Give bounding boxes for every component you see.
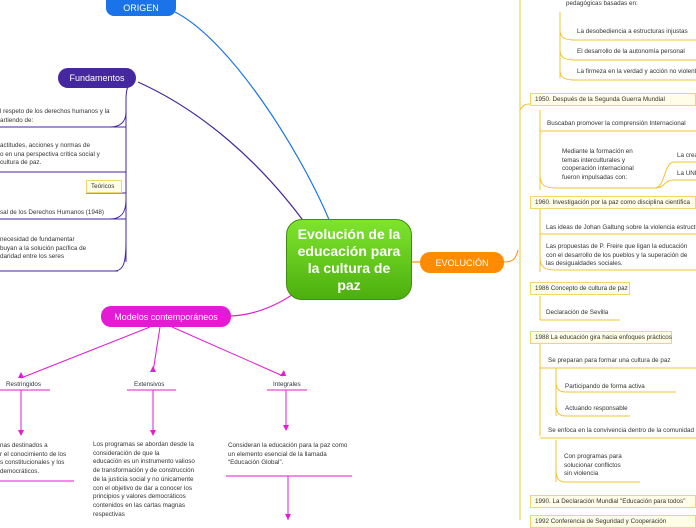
evo-item-comprension: Buscaban promover la comprensión Interna… xyxy=(547,120,686,127)
evo-item-actuando: Actuando responsable xyxy=(565,405,628,412)
evo-item-sevilla: Declaración de Sevilla xyxy=(546,309,609,316)
branch-integrales[interactable]: Integrales xyxy=(273,381,301,388)
connector-evolucion-out xyxy=(503,249,519,263)
evo-item-pedagogicas: pedagógicas basadas en: xyxy=(566,0,638,7)
modelos-label: Modelos contemporáneos xyxy=(114,311,218,322)
fundamentos-item-1: l respeto de los derechos humanos y la a… xyxy=(0,108,110,124)
evolucion-label: EVOLUCIÓN xyxy=(435,257,489,268)
evo-1986-box[interactable]: 1986 Concepto de cultura de paz xyxy=(530,282,630,295)
teoricos-box[interactable]: Teóricos xyxy=(86,180,122,193)
restringidos-desc: nas destinados a r el conocimiento de lo… xyxy=(0,442,67,476)
evo-item-preparan: Se preparan para formar una cultura de p… xyxy=(548,357,671,364)
evo-1960-box[interactable]: 1960. Investigación por la paz como disc… xyxy=(530,196,696,209)
evo-item-la-une: La UNE xyxy=(677,170,696,177)
evo-1992-box[interactable]: 1992 Conferencia de Seguridad y Cooperac… xyxy=(530,515,696,528)
evo-item-participando: Participando de forma activa xyxy=(565,383,645,390)
evo-item-la-crea: La crea xyxy=(677,152,696,159)
central-topic[interactable]: Evolución de la educación para la cultur… xyxy=(286,219,412,300)
evo-1950-box[interactable]: 1950. Después de la Segunda Guerra Mundi… xyxy=(530,93,696,106)
evo-1990-box[interactable]: 1990. La Declaración Mundial "Educación … xyxy=(530,495,696,508)
evo-1988-box[interactable]: 1988 La educación gira hacia enfoques pr… xyxy=(530,331,672,344)
fundamentos-item-2: actitudes, acciones y normas de o en una… xyxy=(0,142,100,167)
fundamentos-node[interactable]: Fundamentos xyxy=(58,68,136,88)
evo-item-firmeza: La firmeza en la verdad y acción no viol… xyxy=(577,68,696,75)
branch-extensivos[interactable]: Extensivos xyxy=(134,381,165,388)
evo-item-programas: Con programas para solucionar conflictos… xyxy=(564,453,622,478)
connector-fundamentos-trunk xyxy=(125,81,135,262)
origen-node[interactable]: ORIGEN xyxy=(106,0,176,16)
evolucion-node[interactable]: EVOLUCIÓN xyxy=(420,252,504,273)
central-title: Evolución de la educación para la cultur… xyxy=(297,225,401,293)
origen-label: ORIGEN xyxy=(123,3,159,13)
extensivos-desc: Los programas se abordan desde la consid… xyxy=(93,441,195,518)
fundamentos-label: Fundamentos xyxy=(69,73,125,83)
evo-item-freire: Las propuestas de P. Freire que ligan la… xyxy=(546,243,688,268)
evo-item-desobediencia: La desobediencia a estructuras injustas xyxy=(577,28,688,35)
modelos-node[interactable]: Modelos contemporáneos xyxy=(101,306,231,327)
branch-restringidos[interactable]: Restringidos xyxy=(6,381,41,388)
evo-item-autonomia: El desarrollo de la autonomía personal xyxy=(577,48,685,55)
integrales-desc: Consideran la educación para la paz como… xyxy=(228,442,348,467)
evo-item-convivencia: Se enfoca en la convivencia dentro de la… xyxy=(548,427,694,434)
evo-item-formacion: Mediante la formación en temas intercult… xyxy=(562,148,634,182)
fundamentos-item-5: necesidad de fundamentar buyan a la solu… xyxy=(0,236,87,261)
connector-origen xyxy=(174,11,331,223)
connector-fundamentos xyxy=(137,81,311,231)
fundamentos-item-4: sal de los Derechos Humanos (1948) xyxy=(0,209,104,216)
evo-item-galtung: Las ideas de Johan Galtung sobre la viol… xyxy=(546,224,696,231)
